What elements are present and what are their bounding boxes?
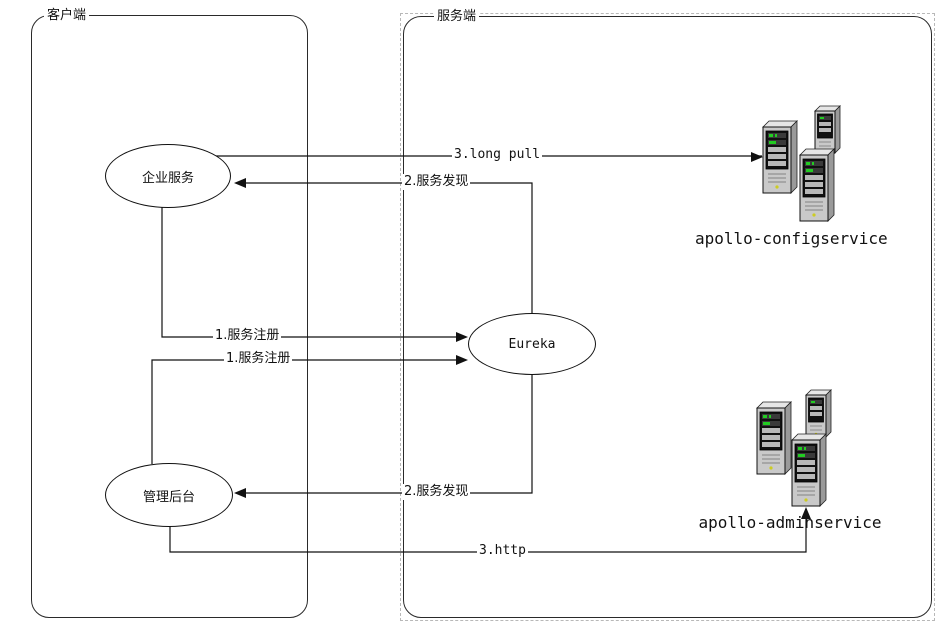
- arrowhead-register-admin: [456, 355, 468, 365]
- node-admin-portal-label: 管理后台: [142, 489, 195, 505]
- configservice-cluster: [762, 105, 841, 222]
- adminservice-cluster: [756, 389, 832, 507]
- server-icon: [756, 401, 792, 475]
- edge-label-register-admin: 1.服务注册: [224, 351, 293, 367]
- arrowhead-http: [801, 507, 811, 519]
- server-group-label: 服务端: [434, 8, 480, 25]
- node-eureka-label: Eureka: [508, 336, 556, 352]
- client-group-label: 客户端: [44, 7, 90, 24]
- server-group-box: [403, 16, 932, 618]
- adminservice-caption: apollo-adminservice: [698, 513, 882, 532]
- server-icon: [799, 148, 835, 222]
- edge-label-discovery-bottom: 2.服务发现: [402, 484, 471, 500]
- edge-label-long-pull: 3.long pull: [452, 147, 543, 163]
- server-icon: [805, 389, 832, 438]
- arrowhead-discovery-bottom: [234, 488, 246, 498]
- client-group-box: [31, 15, 308, 618]
- node-enterprise-service-label: 企业服务: [141, 170, 194, 186]
- edge-label-discovery-top: 2.服务发现: [402, 174, 471, 190]
- server-icon: [791, 433, 827, 507]
- edge-register-admin: [151, 359, 458, 464]
- edge-label-http: 3.http: [477, 543, 528, 559]
- server-icon: [762, 120, 798, 194]
- server-icon: [814, 105, 841, 154]
- server-group-marquee: [400, 13, 935, 621]
- node-admin-portal: 管理后台: [105, 463, 233, 527]
- edge-discovery-bottom: [240, 375, 533, 494]
- node-enterprise-service: 企业服务: [105, 144, 231, 208]
- node-eureka: Eureka: [468, 313, 596, 375]
- arrowhead-long-pull: [751, 152, 763, 162]
- edge-register-enterprise: [161, 206, 458, 338]
- edge-discovery-top: [240, 182, 533, 313]
- edge-label-register-enterprise: 1.服务注册: [213, 328, 282, 344]
- arrowhead-discovery-top: [234, 178, 246, 188]
- arrowhead-register-enterprise: [456, 332, 468, 342]
- configservice-caption: apollo-configservice: [695, 229, 888, 248]
